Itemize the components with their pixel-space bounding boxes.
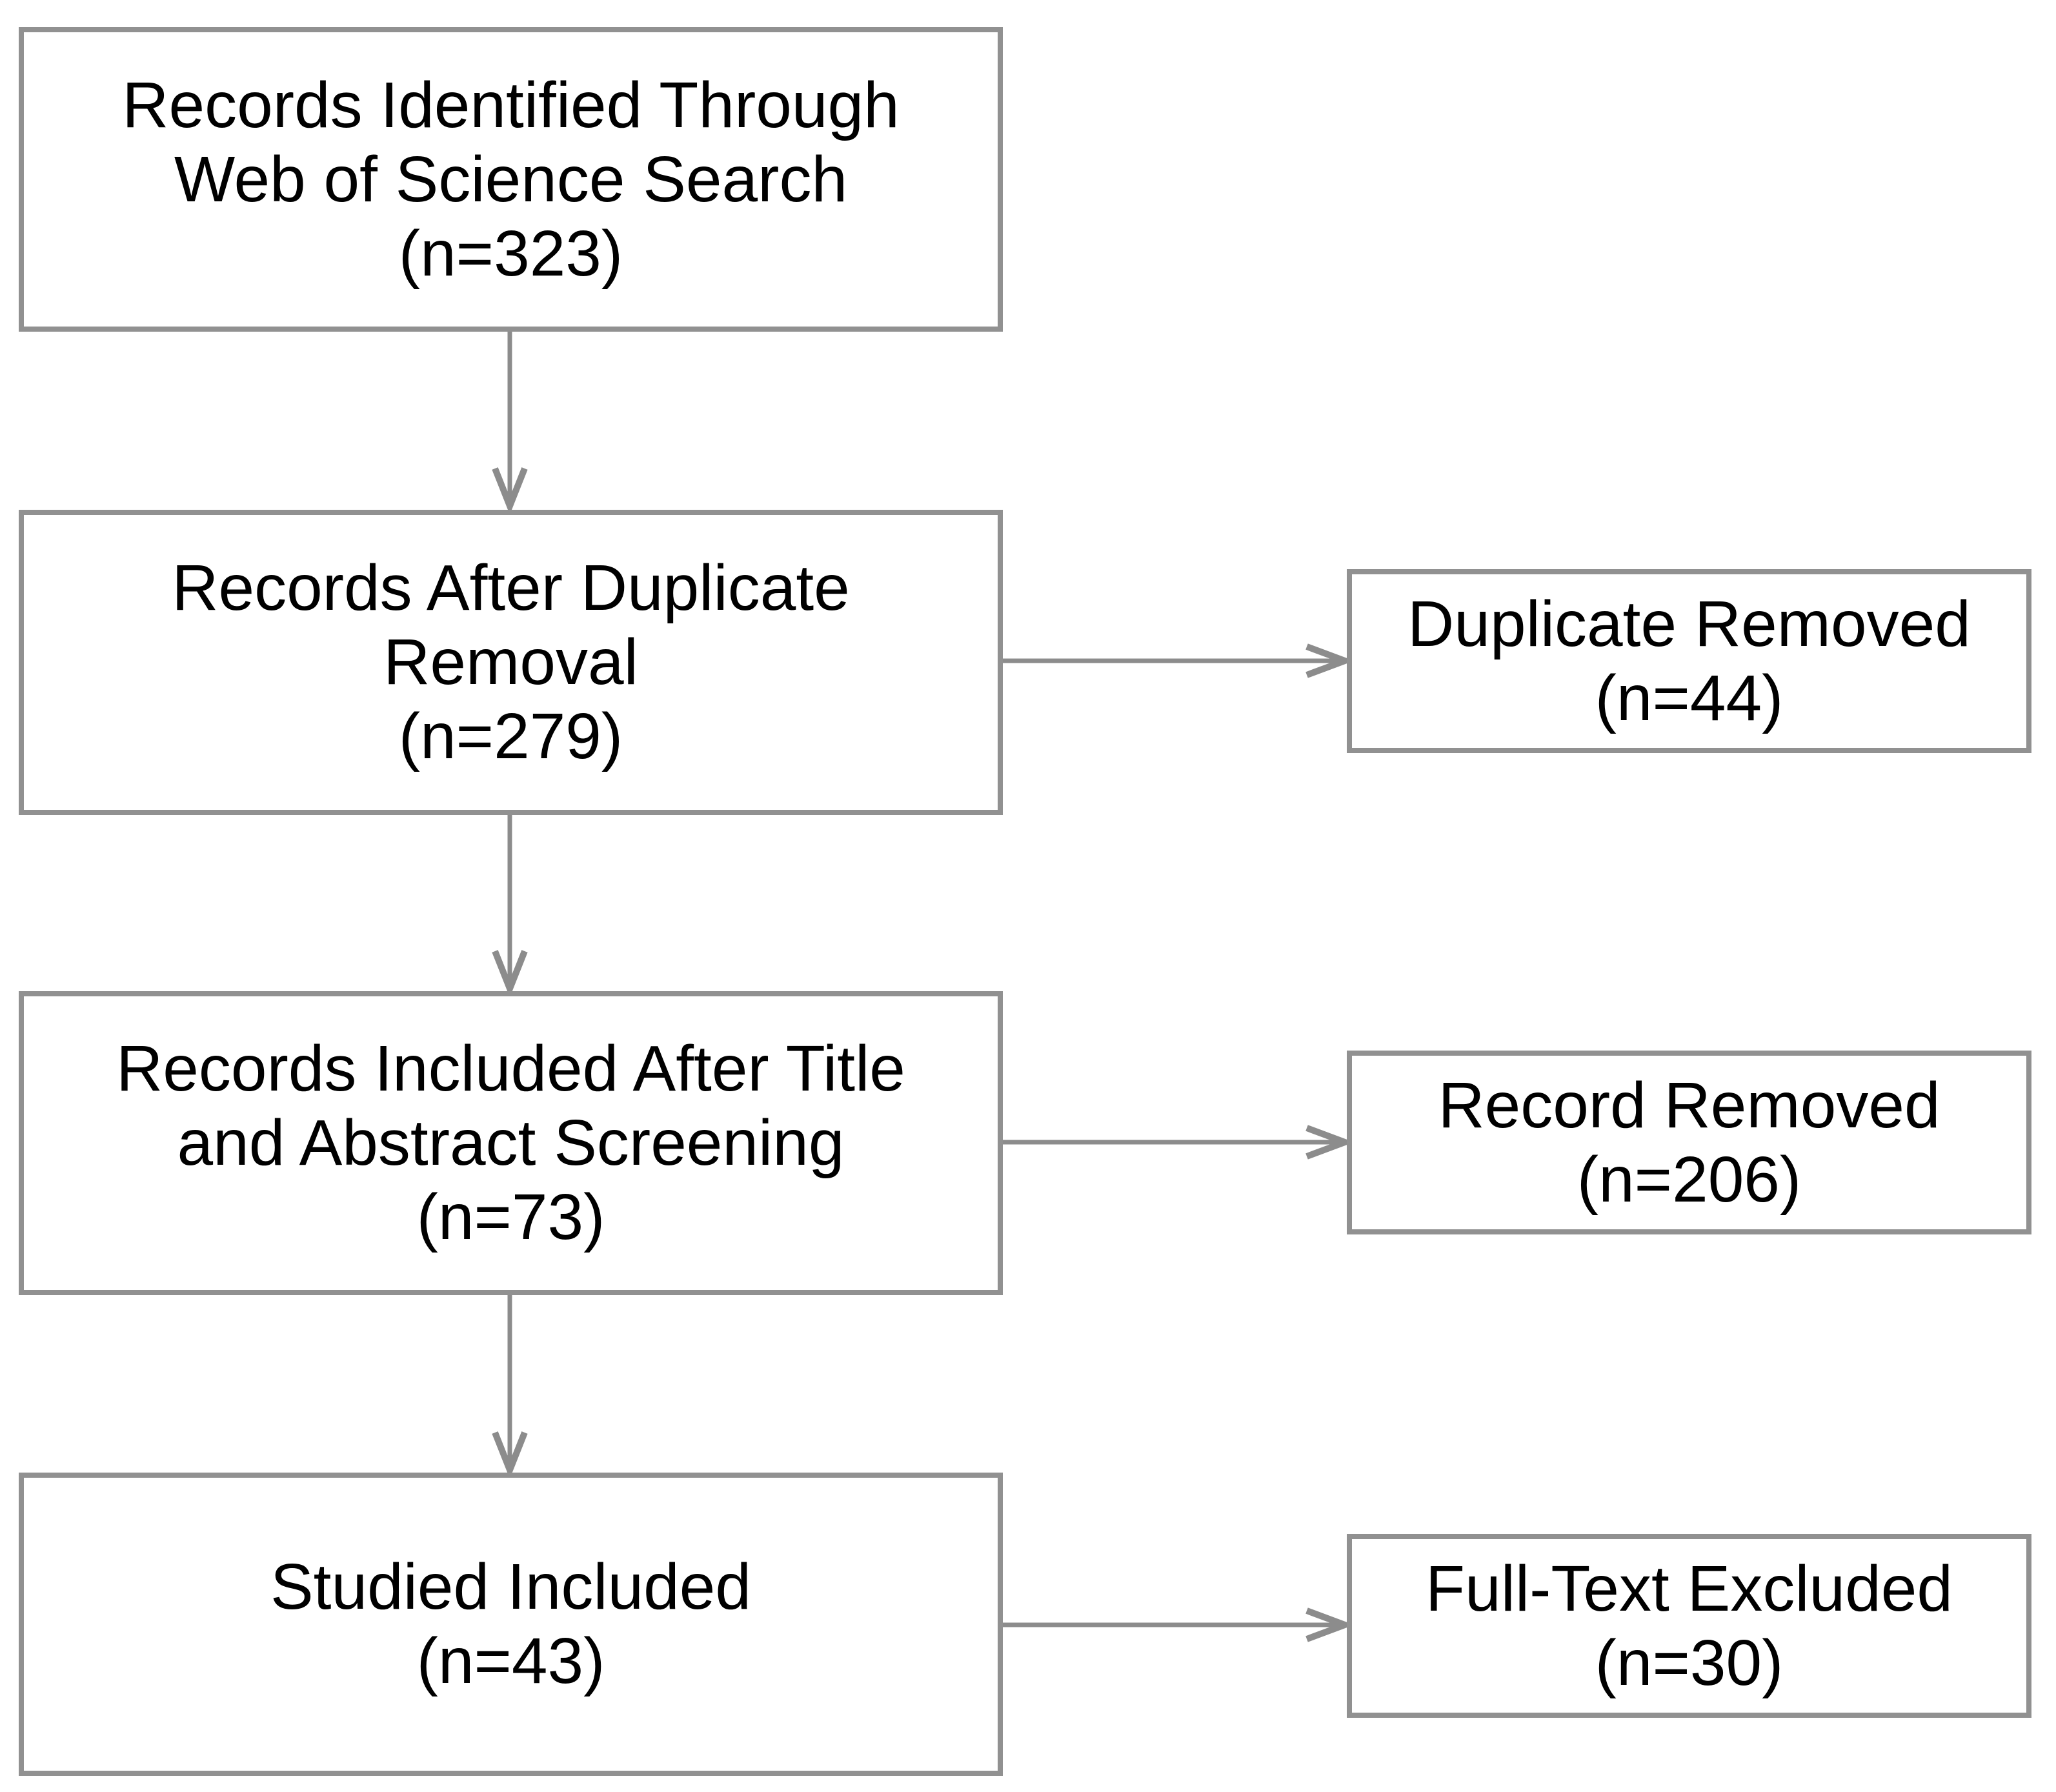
- box-duplicate-removed: Duplicate Removed (n=44): [1347, 569, 2031, 753]
- arrowhead-down-icon: [492, 950, 528, 998]
- box-text-line: Full-Text Excluded: [1426, 1552, 1953, 1625]
- arrow-down-screened-to-included: [492, 1295, 528, 1479]
- box-text-line: Removal: [383, 626, 638, 698]
- box-fulltext-excluded: Full-Text Excluded (n=30): [1347, 1534, 2031, 1718]
- box-text-line: Duplicate Removed: [1407, 587, 1971, 660]
- box-studies-included: Studied Included (n=43): [19, 1473, 1003, 1776]
- box-records-after-duplicate-removal: Records After Duplicate Removal (n=279): [19, 510, 1003, 815]
- arrowhead-right-icon: [1305, 643, 1355, 678]
- box-text-line: Records Identified Through: [122, 68, 900, 141]
- box-count-line: (n=279): [398, 700, 623, 772]
- box-count-line: (n=323): [398, 217, 623, 290]
- box-record-removed: Record Removed (n=206): [1347, 1051, 2031, 1234]
- box-text-line: and Abstract Screening: [177, 1107, 845, 1179]
- arrowhead-right-icon: [1305, 1607, 1355, 1642]
- box-text-line: Record Removed: [1438, 1069, 1940, 1142]
- box-records-identified: Records Identified Through Web of Scienc…: [19, 27, 1003, 332]
- box-text-line: Records Included After Title: [116, 1032, 905, 1105]
- arrow-down-identified-to-deduplicated: [492, 332, 528, 515]
- box-count-line: (n=30): [1595, 1626, 1784, 1699]
- box-count-line: (n=43): [416, 1625, 605, 1697]
- arrowhead-down-icon: [492, 1431, 528, 1479]
- box-text-line: Web of Science Search: [174, 143, 848, 216]
- box-count-line: (n=73): [416, 1181, 605, 1253]
- arrowhead-down-icon: [492, 467, 528, 515]
- box-text-line: Records After Duplicate: [172, 552, 850, 624]
- box-count-line: (n=44): [1595, 661, 1784, 734]
- arrowhead-right-icon: [1305, 1125, 1355, 1160]
- arrow-right-to-fulltext-excluded: [1003, 1607, 1355, 1642]
- arrow-right-to-duplicate-removed: [1003, 643, 1355, 678]
- box-text-line: Studied Included: [270, 1551, 752, 1623]
- arrow-down-deduplicated-to-screened: [492, 815, 528, 998]
- box-count-line: (n=206): [1577, 1143, 1802, 1216]
- arrow-right-to-record-removed: [1003, 1125, 1355, 1160]
- box-records-included-after-screening: Records Included After Title and Abstrac…: [19, 991, 1003, 1295]
